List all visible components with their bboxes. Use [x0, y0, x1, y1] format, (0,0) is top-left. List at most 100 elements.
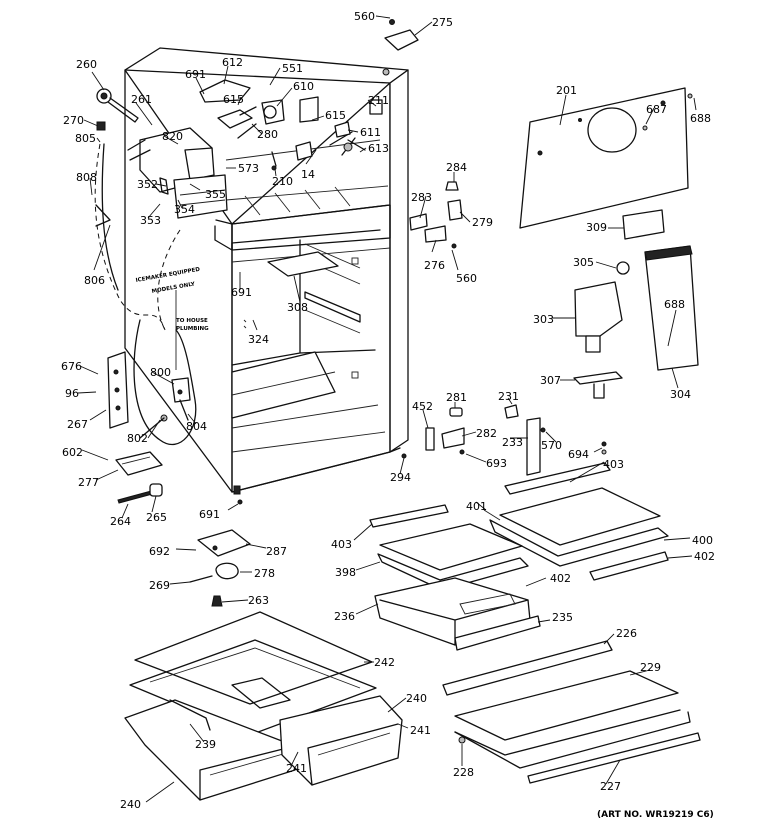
- callout-201: 201: [556, 84, 577, 97]
- callout-355: 355: [205, 188, 226, 201]
- callout-239: 239: [195, 738, 216, 751]
- callout-613: 613: [368, 142, 389, 155]
- callout-265: 265: [146, 511, 167, 524]
- callout-403-right: 403: [603, 458, 624, 471]
- callout-688-top: 688: [690, 112, 711, 125]
- callout-402-right: 402: [694, 550, 715, 563]
- hinge-and-leveler-parts: [107, 351, 251, 607]
- callout-278: 278: [254, 567, 275, 580]
- callout-693: 693: [486, 457, 507, 470]
- callout-805: 805: [75, 132, 96, 145]
- callout-452: 452: [412, 400, 433, 413]
- callout-688-mid: 688: [664, 298, 685, 311]
- callout-615-b: 615: [325, 109, 346, 122]
- callout-264: 264: [110, 515, 131, 528]
- callout-261: 261: [131, 93, 152, 106]
- callout-692: 692: [149, 545, 170, 558]
- callout-398: 398: [335, 566, 356, 579]
- callout-403-left: 403: [331, 538, 352, 551]
- callout-276: 276: [424, 259, 445, 272]
- callout-260: 260: [76, 58, 97, 71]
- shelf-support-hardware: [401, 181, 607, 476]
- callout-602: 602: [62, 446, 83, 459]
- callout-303: 303: [533, 313, 554, 326]
- callout-401: 401: [466, 500, 487, 513]
- callout-240-mid: 240: [406, 692, 427, 705]
- callout-308: 308: [287, 301, 308, 314]
- callout-242: 242: [374, 656, 395, 669]
- shelf-226-229: [442, 640, 701, 784]
- callout-820: 820: [162, 130, 183, 143]
- callout-551: 551: [282, 62, 303, 75]
- callout-229: 229: [640, 661, 661, 674]
- callout-694: 694: [568, 448, 589, 461]
- callout-307: 307: [540, 374, 561, 387]
- callout-235: 235: [552, 611, 573, 624]
- callout-228: 228: [453, 766, 474, 779]
- callout-241-right: 241: [410, 724, 431, 737]
- panel-309: [622, 209, 665, 240]
- callout-281: 281: [446, 391, 467, 404]
- callout-284: 284: [446, 161, 467, 174]
- callout-691-mid: 691: [231, 286, 252, 299]
- water-line-kit: [94, 143, 197, 446]
- callout-227: 227: [600, 780, 621, 793]
- art-number: (ART NO. WR19219 C6): [597, 810, 714, 820]
- callout-800: 800: [150, 366, 171, 379]
- callout-691-bottom: 691: [199, 508, 220, 521]
- callout-691-top: 691: [185, 68, 206, 81]
- plumbing-note-line2: PLUMBING: [176, 326, 209, 332]
- callout-806: 806: [84, 274, 105, 287]
- callout-241-mid: 241: [286, 762, 307, 775]
- callout-14: 14: [301, 168, 315, 181]
- crisper-drawers: [124, 695, 403, 801]
- callout-226: 226: [616, 627, 637, 640]
- callout-573: 573: [238, 162, 259, 175]
- callout-294: 294: [390, 471, 411, 484]
- callout-279: 279: [472, 216, 493, 229]
- callout-402-mid: 402: [550, 572, 571, 585]
- callout-270: 270: [63, 114, 84, 127]
- shelf-assembly-400: [483, 462, 669, 581]
- callout-611: 611: [360, 126, 381, 139]
- callout-802: 802: [127, 432, 148, 445]
- callout-353: 353: [140, 214, 161, 227]
- callout-287: 287: [266, 545, 287, 558]
- icemaker-assembly: [96, 88, 228, 219]
- callout-324: 324: [248, 333, 269, 346]
- callout-283: 283: [411, 191, 432, 204]
- callout-615-a: 615: [223, 93, 244, 106]
- callout-610: 610: [293, 80, 314, 93]
- callout-612: 612: [222, 56, 243, 69]
- callout-263: 263: [248, 594, 269, 607]
- callout-352: 352: [137, 178, 158, 191]
- callout-210: 210: [272, 175, 293, 188]
- callout-304: 304: [670, 388, 691, 401]
- callout-808: 808: [76, 171, 97, 184]
- callout-269: 269: [149, 579, 170, 592]
- callout-236: 236: [334, 610, 355, 623]
- callout-804: 804: [186, 420, 207, 433]
- callout-560-mid: 560: [456, 272, 477, 285]
- callout-280: 280: [257, 128, 278, 141]
- cabinet-top-parts: [382, 19, 693, 455]
- temperature-control-parts: [573, 245, 699, 399]
- callout-305: 305: [573, 256, 594, 269]
- plumbing-note-line1: TO HOUSE: [176, 318, 208, 324]
- leader-lines: [77, 15, 697, 803]
- callout-560-top: 560: [354, 10, 375, 23]
- drawer-236: [374, 577, 541, 651]
- callout-211: 211: [368, 94, 389, 107]
- callout-96: 96: [65, 387, 79, 400]
- callout-570: 570: [541, 439, 562, 452]
- callout-277: 277: [78, 476, 99, 489]
- callout-233: 233: [502, 436, 523, 449]
- callout-676: 676: [61, 360, 82, 373]
- callout-240-bottom: 240: [120, 798, 141, 811]
- callout-267: 267: [67, 418, 88, 431]
- callout-687: 687: [646, 103, 667, 116]
- shelf-assembly-398: [369, 504, 529, 591]
- callout-400: 400: [692, 534, 713, 547]
